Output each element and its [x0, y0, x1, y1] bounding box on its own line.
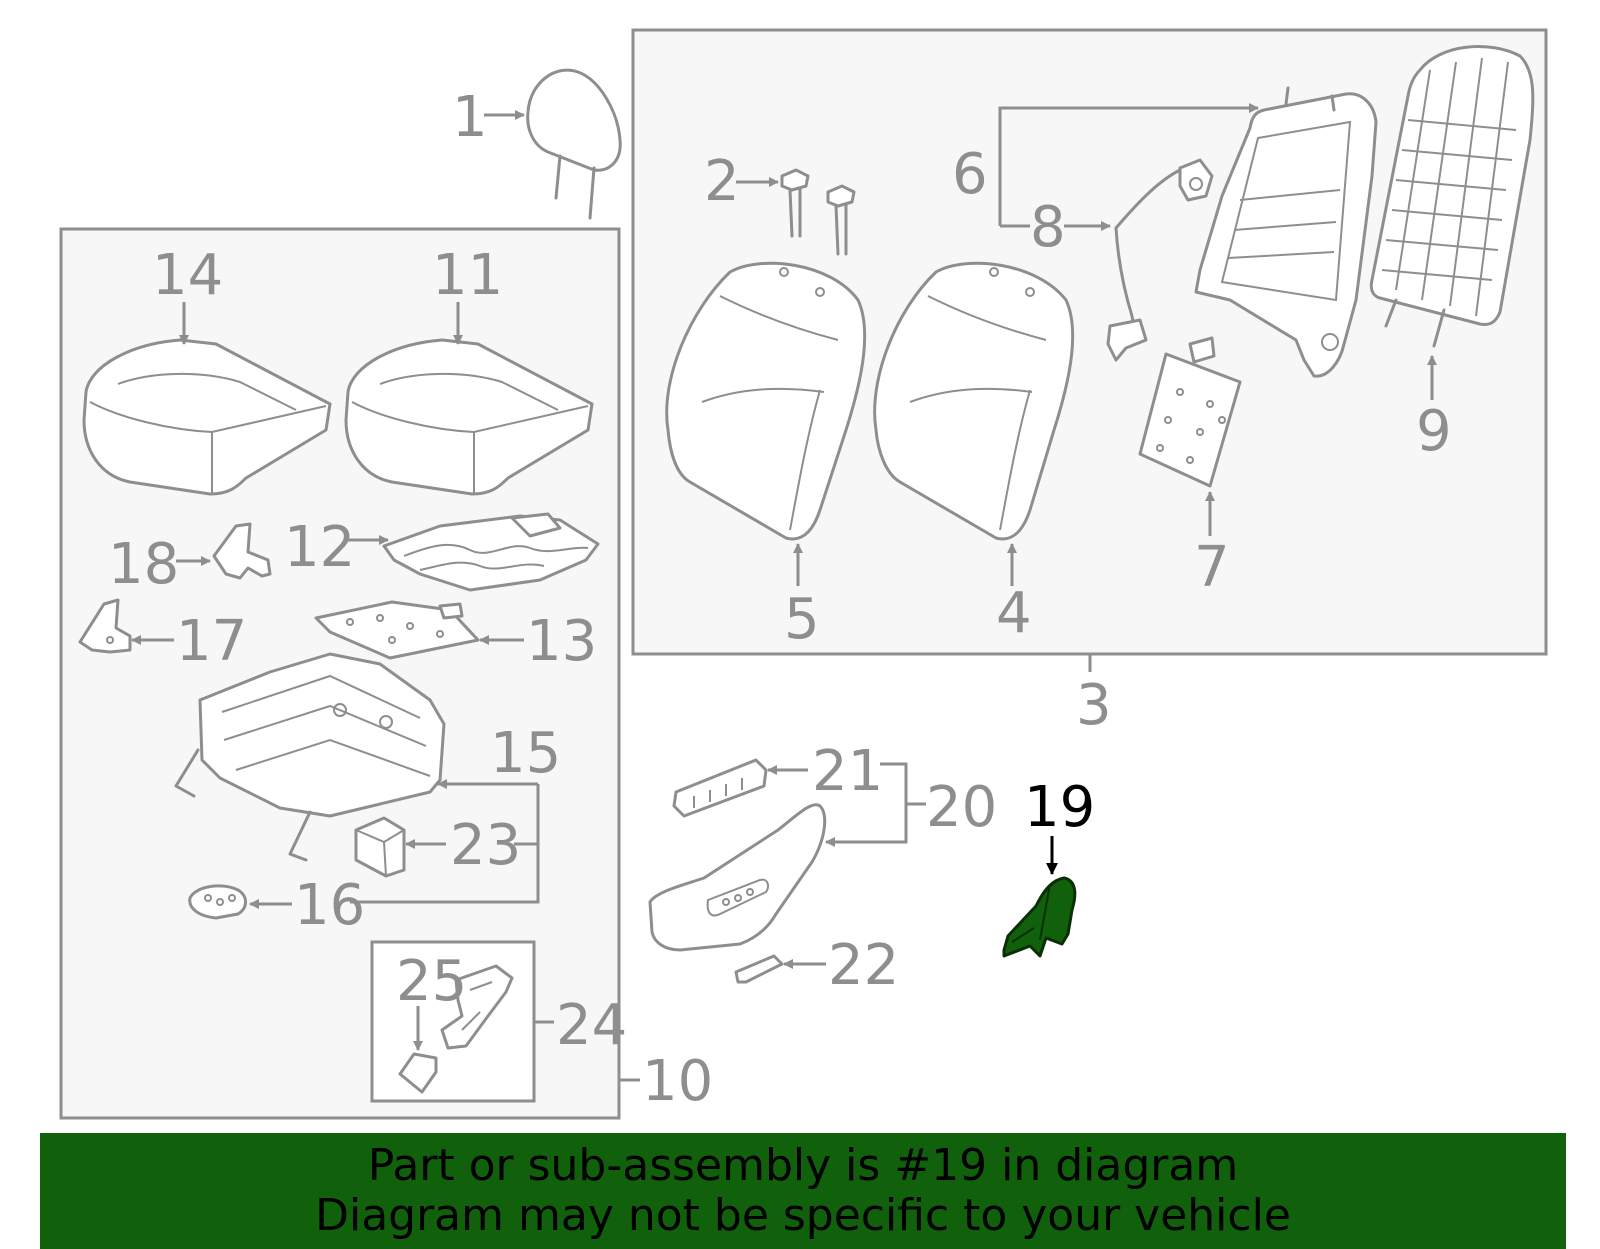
part-2-headrest-guide[interactable] — [780, 168, 856, 256]
callout-1: 1 — [452, 85, 488, 150]
callout-2: 2 — [704, 149, 740, 214]
callout-18: 18 — [108, 532, 179, 597]
part-8-wire-harness[interactable] — [1106, 158, 1214, 362]
part-7-lumbar-support[interactable] — [1138, 336, 1242, 488]
part-24-bracket[interactable] — [440, 964, 514, 1050]
callout-5: 5 — [784, 587, 820, 652]
part-13-cushion-plate[interactable] — [314, 600, 480, 660]
callout-16: 16 — [294, 873, 365, 938]
leader-6 — [998, 103, 1259, 174]
callout-24: 24 — [556, 993, 627, 1058]
callout-10: 10 — [642, 1049, 713, 1114]
callout-23: 23 — [450, 813, 521, 878]
callout-13: 13 — [526, 609, 597, 674]
callout-11: 11 — [432, 243, 503, 308]
callout-25: 25 — [396, 949, 467, 1014]
callout-3: 3 — [1076, 673, 1112, 738]
callout-21: 21 — [812, 739, 883, 804]
part-17-bracket[interactable] — [78, 598, 132, 654]
callout-8: 8 — [1030, 195, 1066, 260]
part-19-highlighted[interactable] — [1002, 876, 1077, 958]
callout-17: 17 — [176, 609, 247, 674]
part-1-headrest[interactable] — [526, 68, 622, 220]
leader-15 — [350, 784, 540, 904]
part-4-seatback-cover[interactable] — [873, 261, 1075, 541]
callout-9: 9 — [1416, 399, 1452, 464]
part-12-cushion-pad[interactable] — [382, 512, 600, 592]
part-21-switch[interactable] — [672, 758, 768, 818]
part-9-seatback-panel[interactable] — [1369, 45, 1535, 348]
callout-14: 14 — [152, 243, 223, 308]
callout-6: 6 — [952, 142, 988, 207]
part-20-side-shield[interactable] — [648, 803, 827, 952]
part-22-knob[interactable] — [734, 954, 784, 984]
part-16-knob[interactable] — [188, 884, 247, 920]
part-6-seatback-frame[interactable] — [1194, 86, 1378, 378]
part-19-shape[interactable] — [1002, 876, 1077, 958]
banner-line-2: Diagram may not be specific to your vehi… — [315, 1190, 1291, 1241]
callout-19: 19 — [1024, 775, 1095, 840]
callout-7: 7 — [1194, 535, 1230, 600]
callout-4: 4 — [996, 581, 1032, 646]
part-23-module[interactable] — [354, 816, 406, 878]
callout-15: 15 — [490, 721, 561, 786]
part-15-cushion-frame[interactable] — [174, 652, 446, 862]
callout-20: 20 — [926, 775, 997, 840]
part-5-seatback-cover[interactable] — [665, 261, 867, 541]
part-25-clip[interactable] — [398, 1052, 438, 1094]
callout-22: 22 — [828, 933, 899, 998]
banner-line-1: Part or sub-assembly is #19 in diagram — [367, 1140, 1239, 1191]
callout-12: 12 — [284, 515, 355, 580]
info-banner: Part or sub-assembly is #19 in diagram D… — [40, 1133, 1566, 1249]
part-14-cushion-cover[interactable] — [82, 338, 332, 496]
part-11-cushion-cover[interactable] — [344, 338, 594, 496]
part-18-bracket[interactable] — [212, 522, 272, 580]
